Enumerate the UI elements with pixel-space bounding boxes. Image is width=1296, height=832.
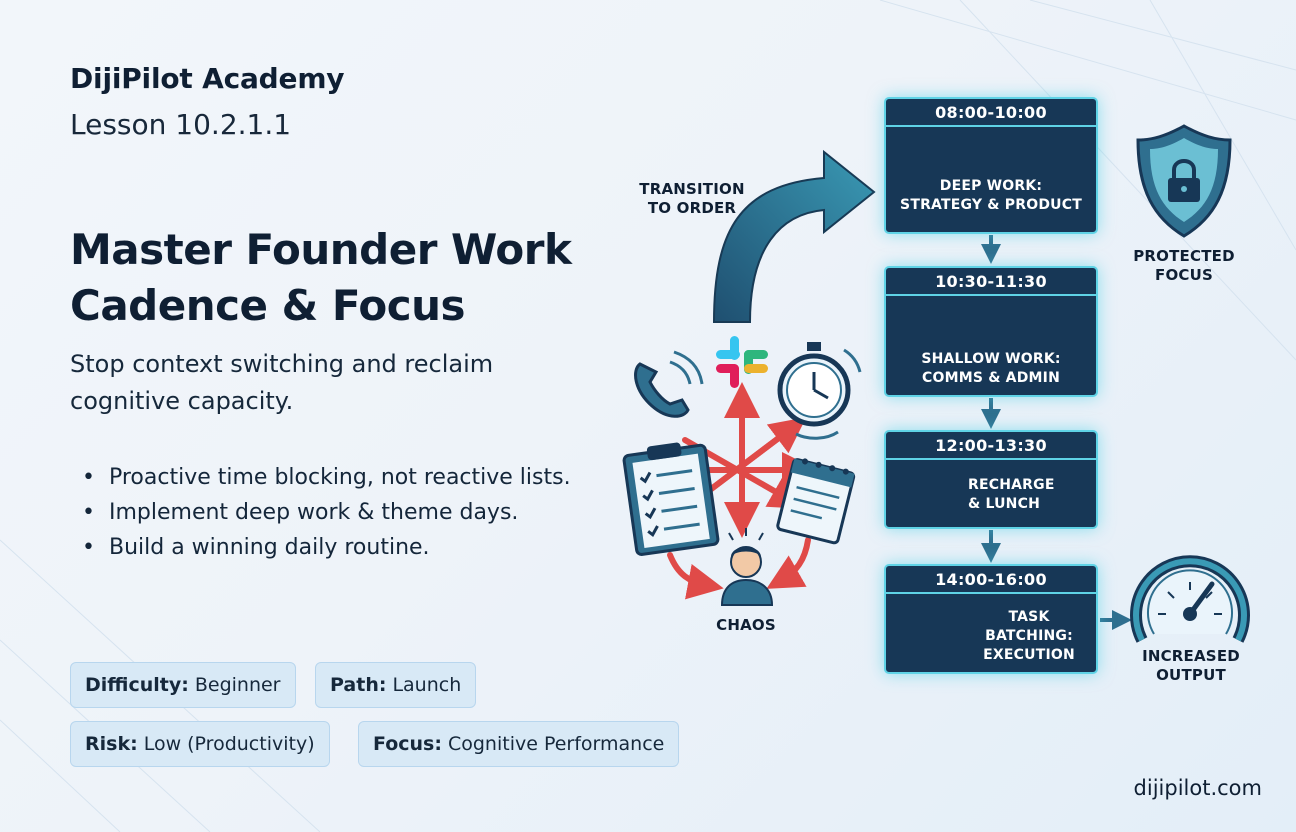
bullet-item: Build a winning daily routine. bbox=[82, 530, 571, 565]
page-title: Master Founder Work Cadence & Focus bbox=[70, 222, 630, 334]
title-line-1: Master Founder Work bbox=[70, 225, 572, 274]
tag-value: Launch bbox=[392, 674, 462, 696]
chaos-label: CHAOS bbox=[716, 616, 776, 634]
protected-line-2: FOCUS bbox=[1155, 266, 1213, 284]
brand-name: DijiPilot Academy bbox=[70, 62, 345, 95]
block-label-line: & LUNCH bbox=[968, 496, 1040, 512]
shield-lock-icon bbox=[1136, 124, 1232, 238]
bullet-item: Implement deep work & theme days. bbox=[82, 495, 571, 530]
site-url[interactable]: dijipilot.com bbox=[1133, 776, 1262, 800]
lesson-number: Lesson 10.2.1.1 bbox=[70, 108, 292, 141]
block-label-line: EXECUTION bbox=[983, 647, 1075, 663]
bullet-item: Proactive time blocking, not reactive li… bbox=[82, 460, 571, 495]
slack-icon bbox=[716, 336, 768, 388]
block-label-line: STRATEGY & PRODUCT bbox=[900, 197, 1082, 213]
title-line-2: Cadence & Focus bbox=[70, 281, 466, 330]
path-tag: Path:Launch bbox=[315, 662, 477, 708]
block-label-line: BATCHING: bbox=[985, 628, 1073, 644]
block-label: RECHARGE & LUNCH bbox=[968, 476, 1088, 514]
tag-value: Cognitive Performance bbox=[447, 733, 665, 755]
block-label: SHALLOW WORK: COMMS & ADMIN bbox=[886, 350, 1096, 388]
focus-tag: Focus:Cognitive Performance bbox=[358, 721, 680, 767]
clipboard-icon bbox=[622, 442, 720, 556]
block-time: 14:00-16:00 bbox=[886, 566, 1096, 594]
increased-output-label: INCREASED OUTPUT bbox=[1126, 647, 1256, 685]
block-time: 12:00-13:30 bbox=[886, 432, 1096, 460]
transition-line-1: TRANSITION bbox=[639, 180, 745, 198]
block-label: TASK BATCHING: EXECUTION bbox=[974, 608, 1084, 665]
bullet-list: Proactive time blocking, not reactive li… bbox=[82, 460, 571, 565]
block-label-line: RECHARGE bbox=[968, 477, 1055, 493]
output-line-2: OUTPUT bbox=[1156, 666, 1226, 684]
time-block-deep-work: 08:00-10:00 DEEP WORK: STRATEGY & PRODUC… bbox=[884, 97, 1098, 234]
tag-value: Low (Productivity) bbox=[143, 733, 315, 755]
protected-focus-label: PROTECTED FOCUS bbox=[1124, 247, 1244, 285]
notepad-icon bbox=[776, 458, 856, 545]
subtitle: Stop context switching and reclaim cogni… bbox=[70, 350, 494, 415]
protected-line-1: PROTECTED bbox=[1133, 247, 1235, 265]
time-block-shallow-work: 10:30-11:30 SHALLOW WORK: COMMS & ADMIN bbox=[884, 266, 1098, 397]
tag-label: Difficulty: bbox=[85, 674, 189, 696]
tag-label: Focus: bbox=[373, 733, 442, 755]
transition-line-2: TO ORDER bbox=[647, 199, 737, 217]
transition-label: TRANSITION TO ORDER bbox=[630, 180, 754, 218]
stopwatch-icon bbox=[777, 342, 862, 440]
block-label-line: COMMS & ADMIN bbox=[922, 370, 1060, 386]
stressed-person-icon bbox=[720, 528, 774, 606]
block-label-line: SHALLOW WORK: bbox=[921, 351, 1061, 367]
phone-icon bbox=[634, 350, 704, 418]
gauge-icon bbox=[1130, 555, 1250, 643]
time-block-recharge: 12:00-13:30 RECHARGE & LUNCH bbox=[884, 430, 1098, 529]
tag-value: Beginner bbox=[194, 674, 281, 696]
tag-label: Path: bbox=[330, 674, 387, 696]
time-block-task-batching: 14:00-16:00 TASK BATCHING: EXECUTION bbox=[884, 564, 1098, 674]
difficulty-tag: Difficulty:Beginner bbox=[70, 662, 296, 708]
transition-arrow bbox=[712, 149, 876, 323]
block-connectors bbox=[981, 235, 1132, 630]
block-label: DEEP WORK: STRATEGY & PRODUCT bbox=[886, 177, 1096, 215]
output-line-1: INCREASED bbox=[1142, 647, 1240, 665]
block-time: 08:00-10:00 bbox=[886, 99, 1096, 127]
block-label-line: TASK bbox=[1008, 609, 1050, 625]
risk-tag: Risk:Low (Productivity) bbox=[70, 721, 330, 767]
block-label-line: DEEP WORK: bbox=[939, 178, 1043, 194]
block-time: 10:30-11:30 bbox=[886, 268, 1096, 296]
tag-label: Risk: bbox=[85, 733, 138, 755]
